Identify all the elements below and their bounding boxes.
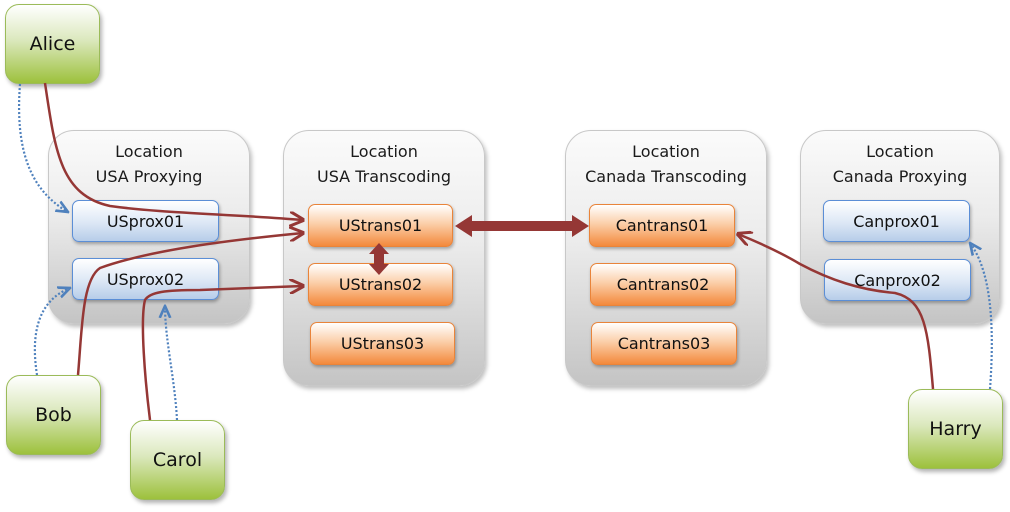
user-harry[interactable]: Harry (908, 389, 1003, 469)
server-canprox01[interactable]: Canprox01 (823, 200, 970, 242)
location-label: Location (866, 142, 934, 161)
location-title: Location USA Proxying (49, 139, 249, 189)
user-bob[interactable]: Bob (6, 375, 101, 455)
location-label: Location (632, 142, 700, 161)
server-usprox02[interactable]: USprox02 (72, 258, 219, 300)
server-cantrans02[interactable]: Cantrans02 (590, 263, 736, 306)
server-ustrans03[interactable]: UStrans03 (310, 322, 455, 365)
server-canprox02[interactable]: Canprox02 (824, 259, 971, 301)
location-name: USA Proxying (95, 167, 203, 186)
server-cantrans01[interactable]: Cantrans01 (589, 204, 735, 247)
location-title: Location Canada Proxying (801, 139, 999, 189)
server-usprox01[interactable]: USprox01 (72, 200, 219, 242)
location-title: Location USA Transcoding (284, 139, 484, 189)
location-title: Location Canada Transcoding (566, 139, 766, 189)
server-ustrans02[interactable]: UStrans02 (308, 263, 453, 306)
location-name: USA Transcoding (317, 167, 451, 186)
server-ustrans01[interactable]: UStrans01 (308, 204, 453, 247)
user-carol[interactable]: Carol (130, 420, 225, 500)
location-label: Location (350, 142, 418, 161)
location-name: Canada Proxying (832, 167, 968, 186)
server-cantrans03[interactable]: Cantrans03 (591, 322, 737, 365)
user-alice[interactable]: Alice (5, 4, 100, 84)
location-label: Location (115, 142, 183, 161)
location-name: Canada Transcoding (585, 167, 747, 186)
